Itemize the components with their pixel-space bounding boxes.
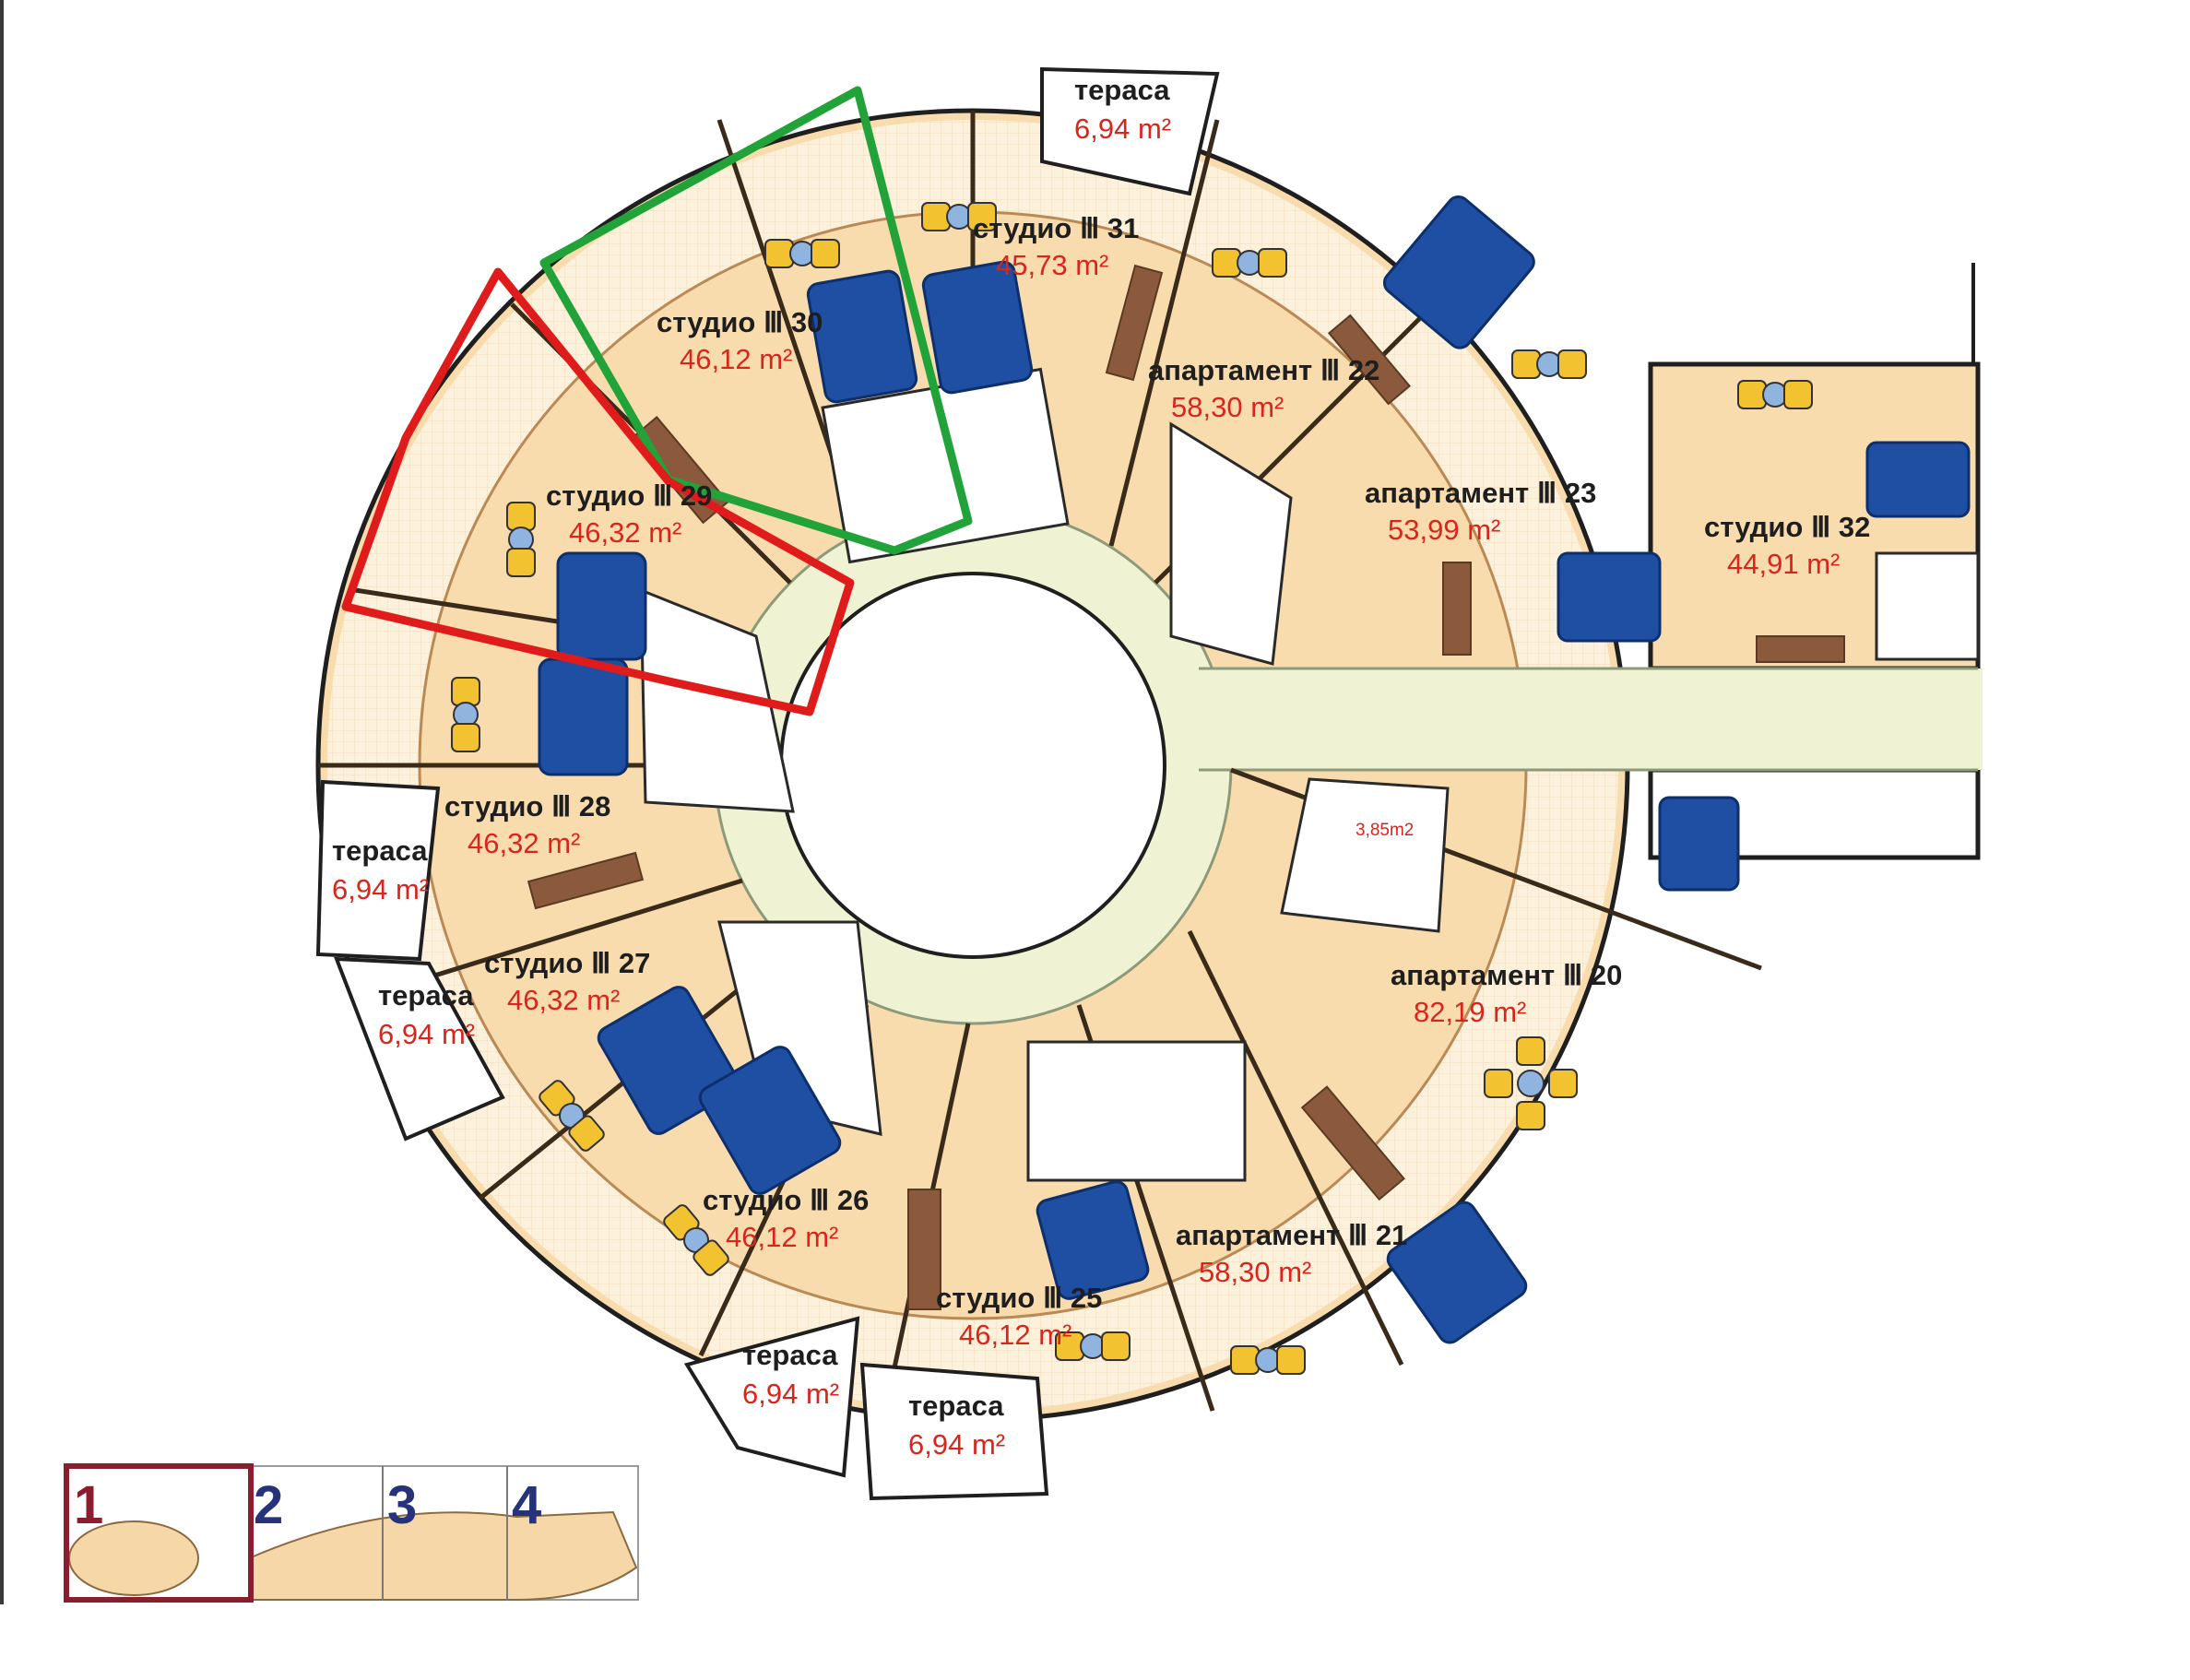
wardrobes xyxy=(527,264,1845,1310)
unit-label-u23[interactable]: апартамент Ⅲ 23 53,99 m² xyxy=(1365,477,1596,546)
unit-area: 44,91 m² xyxy=(1727,548,1840,580)
unit-label-u20[interactable]: апартамент Ⅲ 20 82,19 m² xyxy=(1391,959,1622,1028)
storage-area-label: 3,85m2 xyxy=(1355,821,1414,840)
minimap-building-shape xyxy=(248,1510,638,1601)
terrace-name: тераса xyxy=(1074,74,1170,106)
terrace-boxes xyxy=(315,66,1220,1501)
minimap-section-4[interactable]: 4 xyxy=(512,1475,541,1535)
minimap-selected-frame[interactable] xyxy=(64,1463,254,1603)
terrace-label-t4: тераса 6,94 m² xyxy=(742,1339,839,1410)
unit-name: апартамент Ⅲ 21 xyxy=(1176,1219,1407,1251)
unit-area: 46,32 m² xyxy=(569,516,681,549)
unit-name: апартамент Ⅲ 23 xyxy=(1365,477,1596,509)
terrace-area: 6,94 m² xyxy=(742,1378,839,1410)
unit-label-u28[interactable]: студио Ⅲ 28 46,32 m² xyxy=(444,790,610,859)
unit-label-u30[interactable]: студио Ⅲ 30 46,12 m² xyxy=(657,306,823,375)
unit-name: студио Ⅲ 32 xyxy=(1704,511,1870,543)
unit-name: студио Ⅲ 30 xyxy=(657,306,823,338)
terrace-name: тераса xyxy=(378,979,474,1012)
unit-area: 53,99 m² xyxy=(1388,514,1500,546)
minimap-section-2[interactable]: 2 xyxy=(254,1475,283,1535)
minimap-section-1[interactable]: 1 xyxy=(74,1475,103,1535)
unit-name: апартамент Ⅲ 20 xyxy=(1391,959,1622,991)
unit-area: 46,12 m² xyxy=(726,1221,838,1253)
unit-area: 46,32 m² xyxy=(468,827,580,859)
minimap[interactable]: 1 2 3 4 xyxy=(64,1463,639,1603)
terrace-name: тераса xyxy=(908,1390,1004,1422)
unit-name: студио Ⅲ 25 xyxy=(936,1282,1102,1314)
unit-label-u31[interactable]: студио Ⅲ 31 45,73 m² xyxy=(973,212,1139,281)
unit-name: студио Ⅲ 26 xyxy=(703,1184,869,1216)
beds xyxy=(538,195,1971,1344)
unit-area: 58,30 m² xyxy=(1171,391,1284,423)
unit-name: студио Ⅲ 27 xyxy=(484,947,650,979)
unit-area: 46,12 m² xyxy=(959,1319,1071,1351)
east-corridor-walls xyxy=(1199,667,1978,772)
unit-labels: апартамент Ⅲ 20 82,19 m² апартамент Ⅲ 21 58… xyxy=(444,212,1870,1351)
terrace-name: тераса xyxy=(742,1339,838,1371)
terrace-area: 6,94 m² xyxy=(378,1018,475,1050)
terrace-area: 6,94 m² xyxy=(1074,112,1171,145)
unit-label-u29[interactable]: студио Ⅲ 29 46,32 m² xyxy=(546,479,712,549)
highlight-green-studio-30[interactable] xyxy=(539,86,973,555)
terrace-area: 6,94 m² xyxy=(908,1428,1005,1461)
minimap-section-3[interactable]: 3 xyxy=(387,1475,417,1535)
terrace-name: тераса xyxy=(332,834,428,867)
unit-name: студио Ⅲ 29 xyxy=(546,479,712,512)
east-corridor xyxy=(1199,668,1983,770)
highlight-red-studio-29[interactable] xyxy=(341,267,855,716)
terrace-label-t5: тераса 6,94 m² xyxy=(908,1390,1005,1461)
terrace-label-t1: тераса 6,94 m² xyxy=(1074,74,1171,145)
unit-area: 46,12 m² xyxy=(680,343,792,375)
page-edge xyxy=(0,0,4,1604)
unit-label-u21[interactable]: апартамент Ⅲ 21 58,30 m² xyxy=(1176,1219,1407,1288)
unit-label-u26[interactable]: студио Ⅲ 26 46,12 m² xyxy=(703,1184,869,1253)
terrace-area: 6,94 m² xyxy=(332,873,429,905)
unit-name: студио Ⅲ 31 xyxy=(973,212,1139,244)
unit-label-u22[interactable]: апартамент Ⅲ 22 58,30 m² xyxy=(1148,354,1379,423)
unit-label-u25[interactable]: студио Ⅲ 25 46,12 m² xyxy=(936,1282,1102,1351)
unit-area: 58,30 m² xyxy=(1199,1256,1311,1288)
unit-label-u32[interactable]: студио Ⅲ 32 44,91 m² xyxy=(1704,511,1870,580)
unit-area: 82,19 m² xyxy=(1414,996,1526,1028)
terrace-label-t2: тераса 6,94 m² xyxy=(332,834,429,905)
unit-name: апартамент Ⅲ 22 xyxy=(1148,354,1379,386)
seating-groups xyxy=(451,202,1813,1375)
unit-area: 46,32 m² xyxy=(507,984,620,1016)
unit-name: студио Ⅲ 28 xyxy=(444,790,610,822)
unit-area: 45,73 m² xyxy=(996,249,1108,281)
unit-label-u27[interactable]: студио Ⅲ 27 46,32 m² xyxy=(484,947,650,1016)
terrace-label-t3: тераса 6,94 m² xyxy=(378,979,475,1050)
